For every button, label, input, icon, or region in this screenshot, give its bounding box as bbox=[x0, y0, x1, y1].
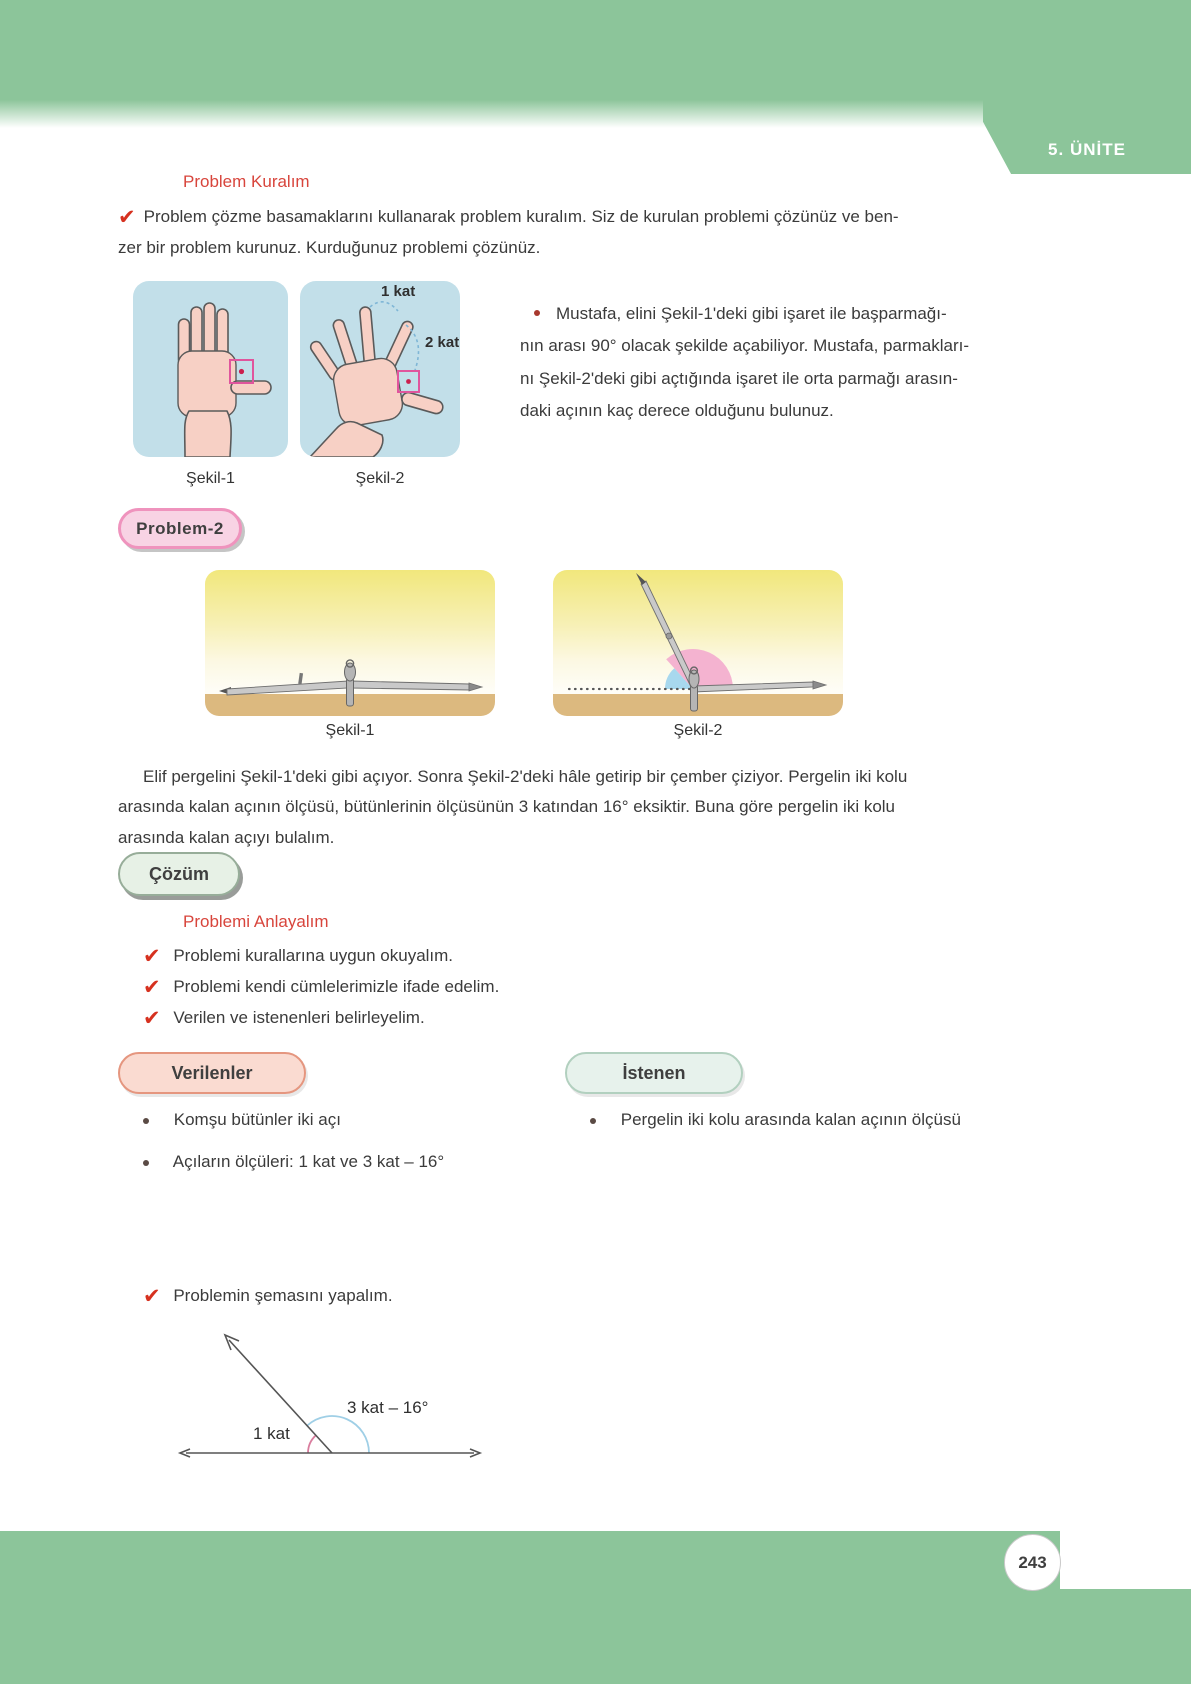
checklist-item-label: Problemi kendi cümlelerimizle ifade edel… bbox=[173, 977, 500, 996]
checkmark-icon bbox=[118, 207, 136, 228]
label-2kat: 2 kat bbox=[425, 334, 460, 351]
checkmark-icon bbox=[143, 946, 161, 967]
checklist-item: Problemi kendi cümlelerimizle ifade edel… bbox=[143, 975, 499, 997]
verilenler-item-label: Açıların ölçüleri: 1 kat ve 3 kat – 16° bbox=[172, 1152, 445, 1171]
mustafa-paragraph: Mustafa, elini Şekil-1'deki gibi işaret … bbox=[520, 298, 1120, 427]
page-number: 243 bbox=[1018, 1552, 1047, 1572]
hand-figure-2-caption: Şekil-2 bbox=[355, 470, 405, 487]
hand-figure-1-caption: Şekil-1 bbox=[186, 470, 235, 487]
section-heading-problemi-anlayalim: Problemi Anlayalım bbox=[183, 912, 329, 931]
hand-spread-fingers-illustration bbox=[309, 301, 444, 457]
verilenler-item-label: Komşu bütünler iki açı bbox=[173, 1110, 341, 1129]
bullet-dot bbox=[590, 1117, 596, 1124]
checklist-item: Problemi kurallarına uygun okuyalım. bbox=[143, 944, 453, 966]
pink-angle-arc bbox=[307, 1434, 317, 1454]
intro-text: Problem çözme basamaklarını kullanarak p… bbox=[118, 207, 899, 257]
istenen-badge: İstenen bbox=[565, 1052, 743, 1094]
verilenler-item: Komşu bütünler iki açı bbox=[143, 1110, 341, 1130]
bullet-dot bbox=[534, 310, 540, 317]
compass-figure-2-caption: Şekil-2 bbox=[673, 722, 723, 739]
checkmark-icon bbox=[143, 1008, 161, 1029]
cozum-badge: Çözüm bbox=[118, 852, 240, 896]
unit-tab: 5. ÜNİTE bbox=[983, 0, 1191, 174]
footer-notch bbox=[1060, 1531, 1191, 1589]
compass-open-angle-illustration bbox=[567, 573, 828, 712]
checklist-item-label: Problemi kurallarına uygun okuyalım. bbox=[173, 946, 454, 965]
schema-check-label: Problemin şemasını yapalım. bbox=[173, 1286, 393, 1305]
compass-flat-illustration bbox=[219, 659, 484, 707]
verilenler-item: Açıların ölçüleri: 1 kat ve 3 kat – 16° bbox=[143, 1152, 444, 1172]
verilenler-badge: Verilenler bbox=[118, 1052, 306, 1094]
hand-figure-2 bbox=[300, 281, 460, 457]
schema-check-row: Problemin şemasını yapalım. bbox=[143, 1284, 393, 1307]
checklist-item: Verilen ve istenenleri belirleyelim. bbox=[143, 1006, 425, 1029]
compass-figure-2 bbox=[553, 570, 843, 716]
angle-1kat-dashes bbox=[369, 301, 399, 312]
footer-band bbox=[0, 1531, 1191, 1684]
label-1kat: 1 kat bbox=[381, 283, 416, 300]
right-angle-marker bbox=[229, 359, 254, 384]
bullet-dot bbox=[143, 1117, 149, 1124]
istenen-item: Pergelin iki kolu arasında kalan açının … bbox=[590, 1110, 961, 1130]
checklist-item-label: Verilen ve istenenleri belirleyelim. bbox=[173, 1008, 425, 1027]
compass-figure-1-caption: Şekil-1 bbox=[325, 722, 375, 739]
mustafa-text: Mustafa, elini Şekil-1'deki gibi işaret … bbox=[520, 304, 970, 420]
diagram-right-angle-label: 3 kat – 16° bbox=[347, 1398, 429, 1417]
hand-figure-1 bbox=[133, 281, 288, 457]
compass-figure-1 bbox=[205, 570, 495, 716]
problem-2-badge: Problem-2 bbox=[118, 508, 242, 549]
angle-diagram bbox=[177, 1333, 483, 1458]
diagram-left-angle-label: 1 kat bbox=[253, 1424, 290, 1443]
blue-angle-arc bbox=[306, 1415, 370, 1454]
page-number-badge: 243 bbox=[1004, 1534, 1061, 1591]
section-heading-problem-kuralim: Problem Kuralım bbox=[183, 172, 310, 191]
right-angle-marker bbox=[397, 370, 420, 393]
checkmark-icon bbox=[143, 1286, 161, 1307]
bullet-dot bbox=[143, 1159, 149, 1166]
elif-paragraph: Elif pergelini Şekil-1'deki gibi açıyor.… bbox=[118, 767, 908, 847]
checkmark-icon bbox=[143, 977, 161, 998]
intro-paragraph: Problem çözme basamaklarını kullanarak p… bbox=[118, 202, 1118, 263]
istenen-item-label: Pergelin iki kolu arasında kalan açının … bbox=[620, 1110, 961, 1129]
blue-angle-region bbox=[665, 668, 693, 689]
hand-open-90-illustration bbox=[177, 302, 272, 457]
ray bbox=[228, 1339, 333, 1454]
unit-label: 5. ÜNİTE bbox=[1048, 140, 1126, 159]
